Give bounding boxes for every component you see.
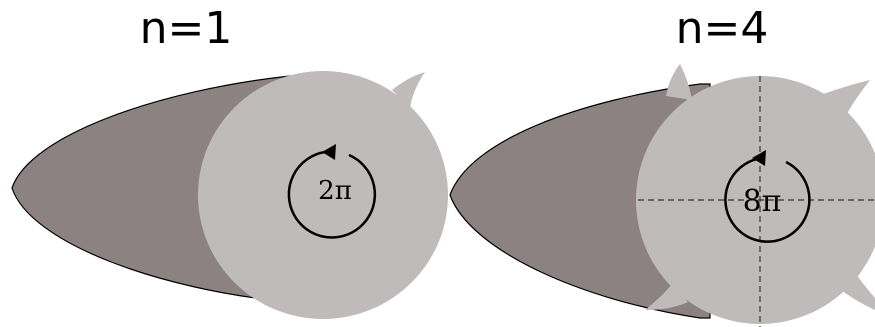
angle-label-n1: 2π	[318, 176, 352, 206]
panel-n1: n=1 2π	[12, 3, 448, 319]
panel-title-n4: n=4	[676, 3, 769, 54]
spike	[666, 64, 692, 100]
panel-title-n1: n=1	[140, 3, 233, 54]
panel-n4: n=4 8π	[450, 3, 875, 327]
angle-label-n4: 8π	[743, 184, 782, 219]
